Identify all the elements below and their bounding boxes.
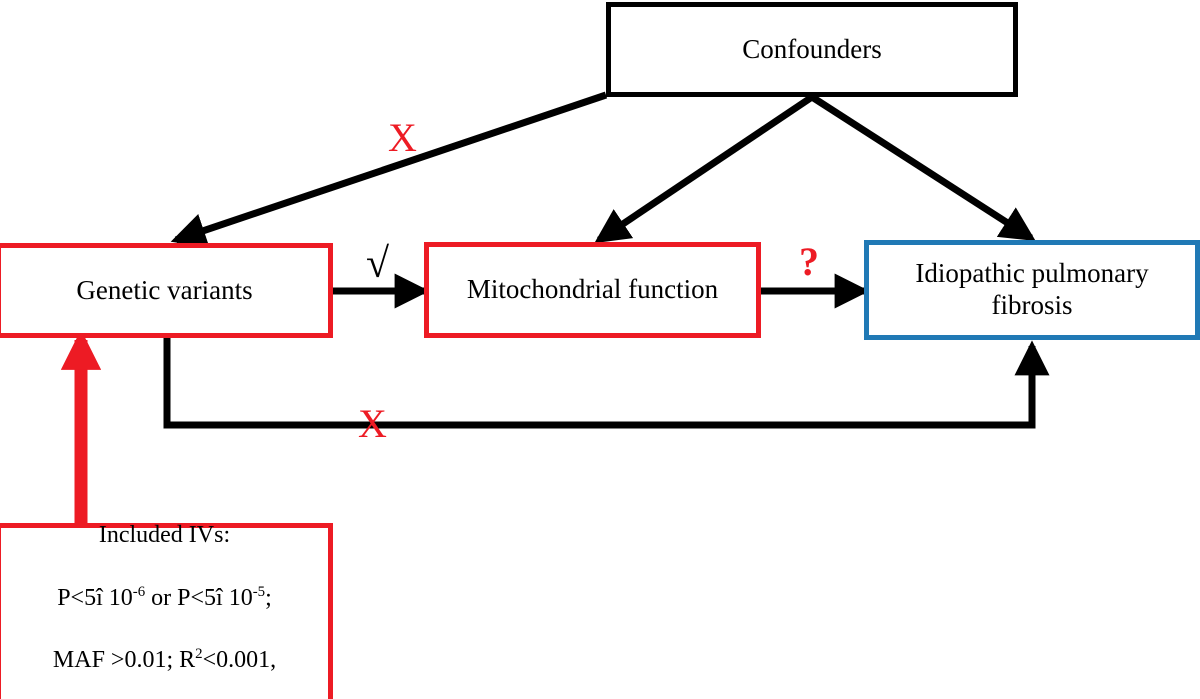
node-included-ivs[interactable]: Included IVs: P<5î 10-6 or P<5î 10-5; MA…	[0, 522, 333, 699]
node-mitochondrial-function[interactable]: Mitochondrial function	[424, 242, 761, 338]
included-ivs-line-2-exponent-a: -6	[132, 583, 146, 600]
node-genetic-variants-label: Genetic variants	[76, 274, 253, 305]
included-ivs-line-2-part-c: ;	[265, 584, 272, 611]
included-ivs-line-1: Included IVs:	[98, 522, 231, 549]
edge-mark-x-confounders-to-genetic-variants: X	[388, 115, 417, 160]
edge-confounders-to-mitochondrial-function	[594, 94, 814, 244]
edge-genetic-variants-to-ipf-direct	[163, 338, 1050, 429]
included-ivs-line-2-part-b: or P<5î 10	[145, 584, 253, 611]
node-idiopathic-pulmonary-fibrosis[interactable]: Idiopathic pulmonary fibrosis	[864, 240, 1200, 340]
edge-mark-question-mitochondrial-function-to-ipf: ?	[799, 239, 819, 284]
node-confounders[interactable]: Confounders	[606, 2, 1018, 97]
node-idiopathic-pulmonary-fibrosis-label: Idiopathic pulmonary fibrosis	[915, 258, 1149, 320]
included-ivs-line-2-exponent-b: -5	[252, 583, 266, 600]
included-ivs-line-2-part-a: P<5î 10	[57, 584, 133, 611]
node-mitochondrial-function-label: Mitochondrial function	[466, 274, 719, 305]
edge-mark-x-genetic-variants-to-ipf: X	[358, 401, 387, 446]
node-genetic-variants[interactable]: Genetic variants	[0, 243, 333, 338]
node-included-ivs-label: Included IVs: P<5î 10-6 or P<5î 10-5; MA…	[49, 489, 279, 699]
edge-confounders-to-ipf	[810, 94, 1036, 242]
included-ivs-line-3-part-a: MAF >0.01; R	[52, 647, 196, 674]
included-ivs-line-3-exponent: 2	[195, 646, 203, 663]
edge-mark-check-genetic-variants-to-mitochondrial-function: √	[366, 241, 390, 287]
included-ivs-line-3-part-b: <0.001,	[202, 647, 277, 674]
node-confounders-label: Confounders	[742, 33, 882, 64]
